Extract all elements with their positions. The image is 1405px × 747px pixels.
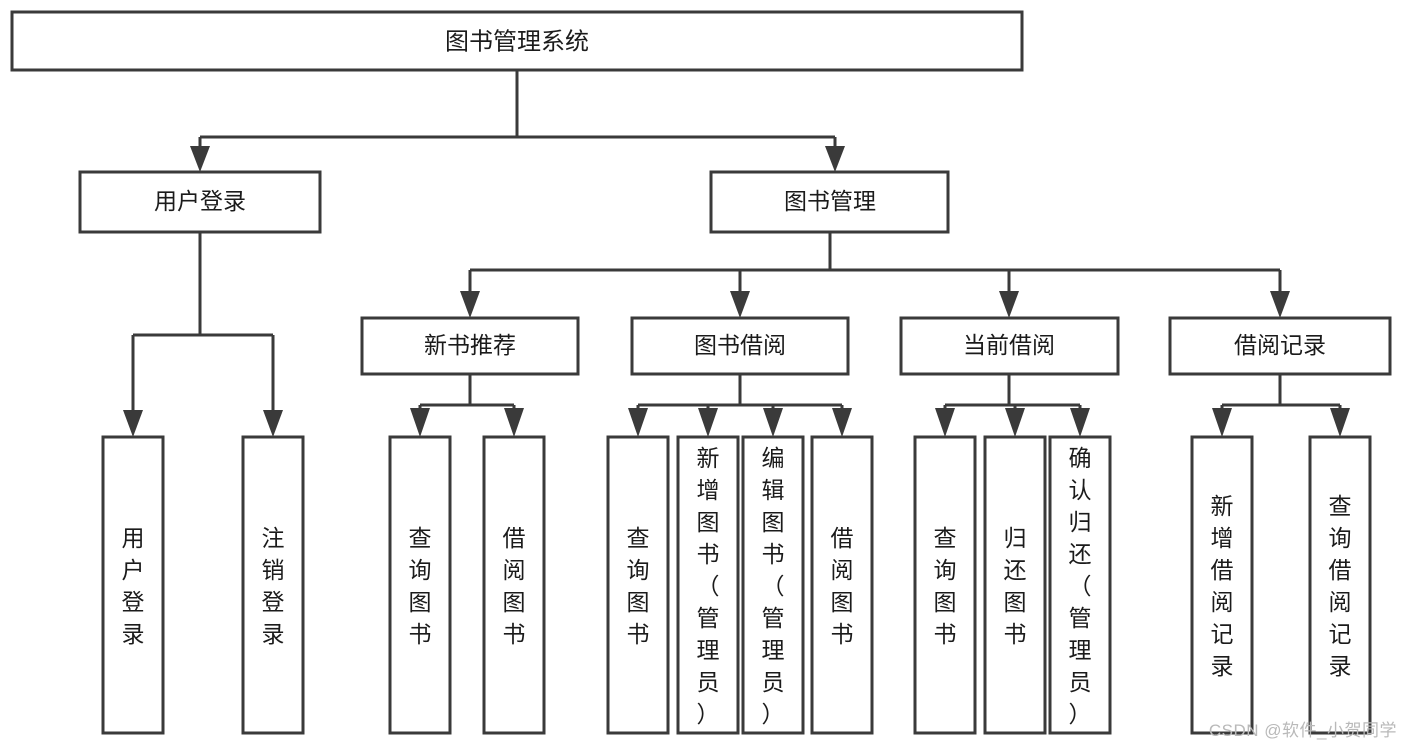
leaf-borrow-book-bor[interactable]: 借阅图书 xyxy=(810,435,874,735)
leaf-edit-book[interactable]: 编辑图书（管理员） xyxy=(741,435,805,735)
leaf-return-book-box[interactable] xyxy=(983,435,1047,735)
arrow-head-user-login xyxy=(190,146,210,172)
node-user-login[interactable]: 用户登录 xyxy=(78,170,322,234)
leaf-node-layer: 用户登录 注销登录 查询图书 借阅图书 查询图书 新增图书（管理员） 编辑图书（管理员） 借阅… xyxy=(101,435,1372,735)
leaf-query-book-cur-label: 查询图书 xyxy=(934,525,957,647)
arrow-head-leaf-borrow-book-rec xyxy=(504,408,524,437)
arrow-head-leaf-query-book-cur xyxy=(935,408,955,437)
node-root-box[interactable] xyxy=(10,10,1024,72)
arrow-head-new-book-rec xyxy=(460,291,480,318)
leaf-edit-book-label: 编辑图书（管理员） xyxy=(762,445,785,727)
leaf-borrow-book-bor-label: 借阅图书 xyxy=(831,525,854,647)
node-root[interactable]: 图书管理系统 xyxy=(10,10,1024,72)
arrow-head-borrow-record xyxy=(1270,291,1290,318)
leaf-query-record-label: 查询借阅记录 xyxy=(1329,493,1352,679)
arrow-head-book-borrow xyxy=(730,291,750,318)
arrow-head-leaf-query-book-rec xyxy=(410,408,430,437)
leaf-logout-label: 注销登录 xyxy=(262,525,285,647)
node-current-borrow-label: 当前借阅 xyxy=(963,332,1055,358)
arrow-head-leaf-edit-book xyxy=(763,408,783,437)
arrow-head-leaf-borrow-book-bor xyxy=(832,408,852,437)
leaf-confirm-return-box[interactable] xyxy=(1048,435,1112,735)
arrow-head-leaf-query-record xyxy=(1330,408,1350,437)
leaf-return-book-label: 归还图书 xyxy=(1004,525,1027,647)
arrow-head-leaf-query-book-bor xyxy=(628,408,648,437)
leaf-add-book-label: 新增图书（管理员） xyxy=(697,445,720,727)
leaf-logout[interactable]: 注销登录 xyxy=(241,435,305,735)
node-book-manage-box[interactable] xyxy=(709,170,950,234)
leaf-confirm-return[interactable]: 确认归还（管理员） xyxy=(1048,435,1112,735)
node-new-book-rec[interactable]: 新书推荐 xyxy=(360,316,580,376)
leaf-user-login[interactable]: 用户登录 xyxy=(101,435,165,735)
leaf-query-book-bor[interactable]: 查询图书 xyxy=(606,435,670,735)
node-root-label: 图书管理系统 xyxy=(445,28,589,55)
connector-layer xyxy=(123,70,1350,437)
node-user-login-label: 用户登录 xyxy=(154,188,246,214)
arrow-head-leaf-logout xyxy=(263,410,283,437)
leaf-add-record-box[interactable] xyxy=(1190,435,1254,735)
leaf-add-book[interactable]: 新增图书（管理员） xyxy=(676,435,740,735)
node-borrow-record-label: 借阅记录 xyxy=(1234,332,1326,358)
leaf-add-record[interactable]: 新增借阅记录 xyxy=(1190,435,1254,735)
arrow-head-current-borrow xyxy=(999,291,1019,318)
leaf-borrow-book-rec-label: 借阅图书 xyxy=(503,525,526,647)
node-book-borrow-box[interactable] xyxy=(630,316,850,376)
leaf-user-login-label: 用户登录 xyxy=(122,525,145,647)
leaf-logout-box[interactable] xyxy=(241,435,305,735)
leaf-add-book-box[interactable] xyxy=(676,435,740,735)
arrow-head-leaf-return-book xyxy=(1005,408,1025,437)
arrow-head-leaf-user-login xyxy=(123,410,143,437)
leaf-edit-book-box[interactable] xyxy=(741,435,805,735)
node-book-manage[interactable]: 图书管理 xyxy=(709,170,950,234)
leaf-query-book-bor-label: 查询图书 xyxy=(627,525,650,647)
node-new-book-rec-label: 新书推荐 xyxy=(424,332,516,358)
arrow-head-book-manage xyxy=(825,146,845,172)
leaf-query-book-cur[interactable]: 查询图书 xyxy=(913,435,977,735)
node-borrow-record[interactable]: 借阅记录 xyxy=(1168,316,1392,376)
node-current-borrow[interactable]: 当前借阅 xyxy=(899,316,1120,376)
leaf-query-book-rec[interactable]: 查询图书 xyxy=(388,435,452,735)
leaf-borrow-book-rec-box[interactable] xyxy=(482,435,546,735)
leaf-return-book[interactable]: 归还图书 xyxy=(983,435,1047,735)
leaf-query-book-bor-box[interactable] xyxy=(606,435,670,735)
arrow-head-leaf-add-book xyxy=(698,408,718,437)
node-book-borrow[interactable]: 图书借阅 xyxy=(630,316,850,376)
leaf-borrow-book-rec[interactable]: 借阅图书 xyxy=(482,435,546,735)
leaf-query-record[interactable]: 查询借阅记录 xyxy=(1308,435,1372,735)
leaf-query-book-rec-label: 查询图书 xyxy=(409,525,432,647)
arrow-head-leaf-confirm-return xyxy=(1070,408,1090,437)
leaf-query-record-box[interactable] xyxy=(1308,435,1372,735)
node-borrow-record-box[interactable] xyxy=(1168,316,1392,376)
node-book-borrow-label: 图书借阅 xyxy=(694,332,786,358)
arrow-head-leaf-add-record xyxy=(1212,408,1232,437)
leaf-add-record-label: 新增借阅记录 xyxy=(1211,493,1234,679)
node-user-login-box[interactable] xyxy=(78,170,322,234)
leaf-user-login-box[interactable] xyxy=(101,435,165,735)
leaf-query-book-rec-box[interactable] xyxy=(388,435,452,735)
leaf-confirm-return-label: 确认归还（管理员） xyxy=(1069,445,1092,727)
node-book-manage-label: 图书管理 xyxy=(784,188,876,214)
leaf-borrow-book-bor-box[interactable] xyxy=(810,435,874,735)
leaf-query-book-cur-box[interactable] xyxy=(913,435,977,735)
node-new-book-rec-box[interactable] xyxy=(360,316,580,376)
node-current-borrow-box[interactable] xyxy=(899,316,1120,376)
